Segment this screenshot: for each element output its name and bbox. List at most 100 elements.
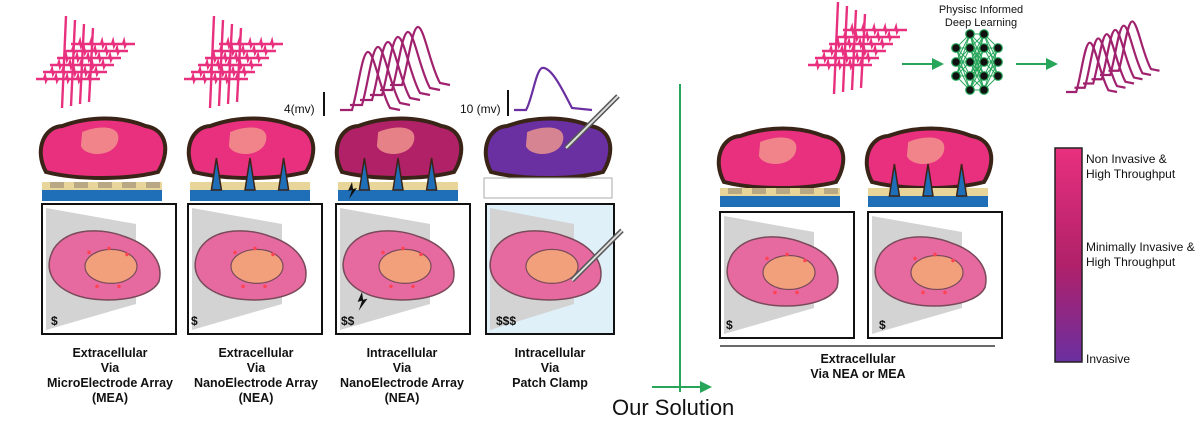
nn-node: [951, 43, 961, 53]
electrode-dot: [803, 258, 807, 263]
electrode-dot: [125, 252, 129, 257]
electrode-dot: [87, 250, 91, 255]
arrow-icon: [932, 58, 944, 70]
nn-node: [993, 57, 1003, 67]
electrode-dot: [913, 256, 917, 261]
label-line: Intracellular: [514, 346, 586, 360]
tissue-nucleus: [906, 137, 945, 164]
intracellular-trace: [1074, 37, 1126, 89]
electrode-dot: [401, 246, 405, 251]
electrode-pad: [800, 188, 814, 194]
label-line: Via: [392, 361, 412, 375]
electrode-dot: [419, 252, 423, 257]
nn-edge: [983, 61, 999, 91]
lightning-icon: [357, 292, 368, 311]
nn-node: [979, 43, 989, 53]
label-line: Via NEA or MEA: [810, 367, 906, 381]
label-line: Via: [540, 361, 560, 375]
nano-pillar: [210, 157, 223, 191]
patch-clamp-trace: [514, 66, 593, 112]
base-layer: [338, 190, 458, 201]
nn-edge: [969, 61, 985, 91]
nn-node: [965, 57, 975, 67]
spike-trace: [219, 36, 283, 50]
electrode-dot: [933, 252, 937, 257]
arrow-icon: [1046, 58, 1058, 70]
electrode-dot: [117, 284, 121, 289]
label-line: Extracellular: [72, 346, 148, 360]
deep-learning-title: Physisc Informed Deep Learning: [916, 4, 1046, 30]
tissue-nucleus: [525, 127, 564, 154]
panel-mea: [38, 116, 177, 335]
cell-nucleus: [230, 248, 284, 284]
label-nea-extra: Extracellular Via NanoElectrode Array (N…: [186, 346, 326, 406]
intracellular-trace: [350, 45, 411, 107]
nano-pillar: [425, 157, 438, 191]
intracellular-trace: [340, 50, 401, 112]
spike-column: [87, 27, 95, 103]
spike-column: [69, 19, 77, 107]
spike-trace: [815, 50, 879, 64]
legend-middle-label: Minimally Invasive & High Throughput: [1086, 240, 1195, 270]
cost-patch: $$$: [496, 314, 517, 328]
cost-nea-intra: $$: [341, 314, 355, 328]
base-layer: [42, 190, 162, 201]
nano-pillar: [888, 163, 901, 197]
panel-solution-nea: [864, 126, 1003, 339]
label-line: Patch Clamp: [512, 376, 588, 390]
label-line: Minimally Invasive &: [1086, 240, 1195, 254]
cost-solution-nea: $: [879, 318, 886, 332]
electrode-pad: [776, 188, 790, 194]
nn-edge: [955, 33, 971, 77]
nano-pillar: [955, 163, 968, 197]
nn-edge: [983, 47, 999, 91]
nn-node: [979, 71, 989, 81]
nn-edge: [955, 47, 971, 77]
tissue-nucleus: [376, 127, 415, 154]
panel-patch-clamp: [483, 94, 624, 335]
electrode-dot: [253, 246, 257, 251]
spike-column: [78, 23, 86, 105]
label-line: (NEA): [384, 391, 420, 405]
spike-column: [859, 13, 867, 89]
electrode-dot: [263, 284, 267, 289]
electrode-dot: [233, 250, 237, 255]
spike-column: [226, 23, 234, 105]
cell-nucleus: [378, 248, 432, 284]
intracellular-trace: [1083, 33, 1135, 85]
label-line: High Throughput: [1086, 167, 1176, 181]
arrow-icon: [700, 381, 712, 393]
label-solution-group: Extracellular Via NEA or MEA: [788, 352, 928, 382]
intracellular-trace: [370, 35, 431, 97]
intracellular-trace: [380, 30, 441, 92]
scale-label-10mv: 10 (mv): [460, 102, 501, 116]
intracellular-trace: [1066, 41, 1118, 94]
label-mea: Extracellular Via MicroElectrode Array (…: [40, 346, 180, 406]
intracellular-traces: [340, 25, 451, 112]
our-solution-label: Our Solution: [612, 395, 735, 420]
electrode-dot: [271, 252, 275, 257]
nano-pillar: [277, 157, 290, 191]
electrode-pad: [98, 182, 112, 188]
base-layer: [190, 190, 310, 201]
nn-node: [979, 85, 989, 95]
legend-bottom-label: Invasive: [1086, 352, 1131, 366]
label-line: Extracellular: [820, 352, 896, 366]
base-layer: [720, 196, 840, 207]
intracellular-trace: [1100, 24, 1152, 77]
spike-column: [208, 15, 216, 109]
nano-pillar: [358, 157, 371, 191]
lightning-icon: [348, 182, 357, 199]
nn-edge: [969, 33, 985, 63]
electrode-dot: [943, 290, 947, 295]
electrode-dot: [773, 290, 777, 295]
pipette-icon: [571, 229, 623, 282]
nn-node: [965, 71, 975, 81]
nn-node: [965, 29, 975, 39]
label-line: MicroElectrode Array: [47, 376, 173, 390]
panel-nea-extracellular: [186, 116, 323, 335]
label-nea-intra: Intracellular Via NanoElectrode Array (N…: [332, 346, 472, 406]
label-line: (NEA): [238, 391, 274, 405]
cell-nucleus: [84, 248, 138, 284]
